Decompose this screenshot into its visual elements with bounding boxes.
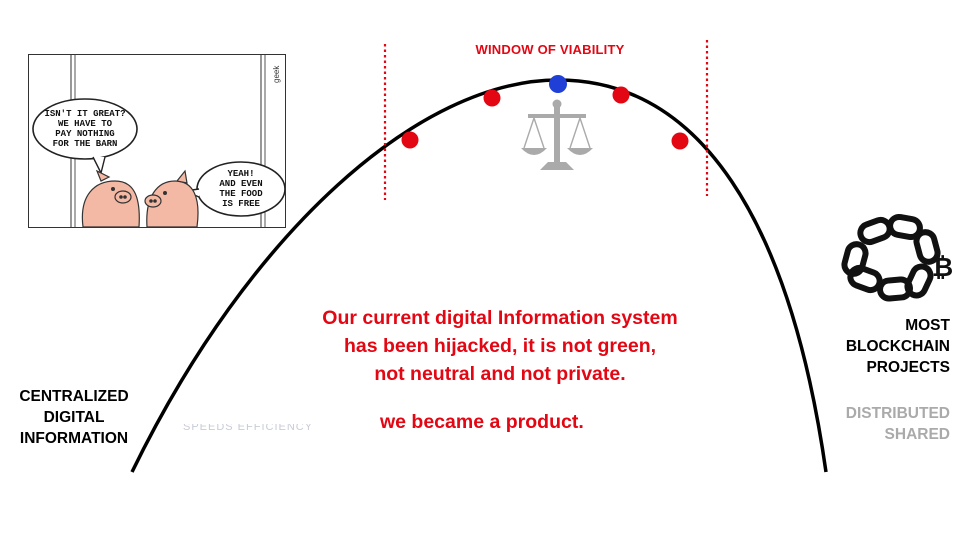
comic-drawing: geek bbox=[32, 55, 286, 228]
curve-dot bbox=[483, 89, 501, 107]
balance-scale-icon bbox=[521, 99, 593, 170]
message-line: not neutral and not private. bbox=[374, 363, 626, 385]
blockchain-projects-label: MOST BLOCKCHAIN PROJECTS bbox=[845, 317, 950, 376]
curve-dot bbox=[671, 132, 689, 150]
message-line: Our current digital Information system bbox=[322, 307, 678, 329]
comic-panel: geek ISN'T IT GREAT? WE HAVE TO PAY NOTH… bbox=[28, 54, 286, 228]
bubble-right-text: YEAH! AND EVEN THE FOOD IS FREE bbox=[219, 169, 263, 209]
curve-dot bbox=[401, 131, 419, 149]
message-line: has been hijacked, it is not green, bbox=[343, 335, 657, 357]
pig-right bbox=[144, 169, 199, 228]
bitcoin-chain-icon bbox=[841, 213, 941, 302]
struck-text: SPEEDS EFFICIENCY bbox=[183, 424, 314, 433]
centralized-label: CENTRALIZED DIGITAL INFORMATION bbox=[19, 388, 129, 447]
curve-dot-peak bbox=[549, 75, 567, 93]
curve-dot bbox=[612, 86, 630, 104]
bitcoin-symbol: ₿ bbox=[932, 252, 953, 282]
speech-bubble-left bbox=[32, 98, 138, 160]
comic-signature: geek bbox=[272, 65, 281, 83]
distributed-shared-label: DISTRIBUTED SHARED bbox=[845, 405, 950, 443]
window-of-viability-label: WINDOW OF VIABILITY bbox=[475, 42, 625, 57]
message-line-product: we became a product. bbox=[380, 411, 584, 433]
main-message: Our current digital Information system h… bbox=[270, 304, 730, 410]
pig-left bbox=[81, 169, 140, 228]
bubble-left-text: ISN'T IT GREAT? WE HAVE TO PAY NOTHING F… bbox=[44, 109, 126, 149]
